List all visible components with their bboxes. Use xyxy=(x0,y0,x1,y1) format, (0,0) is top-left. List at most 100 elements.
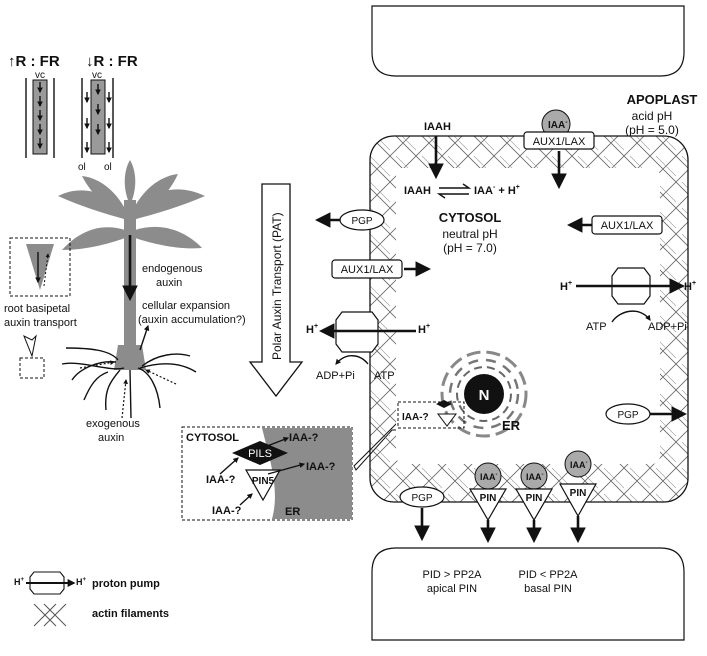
root-tip-inset: root basipetal auxin transport xyxy=(4,237,77,379)
pin-triangle xyxy=(514,488,554,522)
leaf xyxy=(135,226,202,249)
atp-left-label: ATP xyxy=(374,370,395,382)
inset-cytosol-label: CYTOSOL xyxy=(186,432,239,444)
iaah-top-label: IAAH xyxy=(424,121,451,133)
nucleus xyxy=(464,374,504,414)
iaa-anion-label: IAA- xyxy=(526,472,544,482)
endogenous-auxin-label: auxin xyxy=(156,277,182,289)
leaf xyxy=(82,176,128,222)
exogenous-label: exogenous xyxy=(86,418,140,430)
pin-transporter: IAA- PIN xyxy=(558,450,598,544)
ol-label-1: ol xyxy=(78,162,86,173)
pin-triangle xyxy=(468,488,508,522)
basal-pin-label: basal PIN xyxy=(524,583,572,595)
cell-diagram: APOPLAST acid pH (pH = 5.0) CYTOSOL neut… xyxy=(306,5,698,641)
actin-filaments-label: actin filaments xyxy=(92,608,169,620)
leaf xyxy=(62,227,125,250)
er-lumen xyxy=(262,428,352,519)
auxin-transport-label: auxin transport xyxy=(4,317,77,329)
hypocotyl-base xyxy=(114,345,146,370)
pat-arrow-shape xyxy=(248,183,304,398)
pils-arrow xyxy=(261,436,290,449)
exogenous-auxin-label: auxin xyxy=(98,432,124,444)
ph5-label: (pH = 5.0) xyxy=(625,123,679,137)
er-membrane xyxy=(448,358,520,430)
pgp-left-label: PGP xyxy=(351,216,372,227)
iaa-h-label: IAA- + H+ xyxy=(474,184,520,197)
iaa-q-label: IAA-? xyxy=(212,505,242,517)
pin-label: PIN xyxy=(480,493,497,504)
lower-neighbour-cell xyxy=(371,547,685,641)
exogenous-auxin-arrow xyxy=(121,379,128,419)
neutral-ph-label: neutral pH xyxy=(442,227,497,241)
aux1-lax-top xyxy=(523,131,595,150)
iaa-q-label: IAA-? xyxy=(206,474,236,486)
pils-label: PILS xyxy=(248,448,272,460)
vascular-cylinder xyxy=(90,79,106,155)
pin5-protein xyxy=(244,469,282,502)
pid-lt-label: PID < PP2A xyxy=(518,569,578,581)
h-plus-label: H+ xyxy=(684,280,696,293)
iaa-to-pin5-arrow xyxy=(239,493,253,506)
low-r-fr-label: ↓R : FR xyxy=(86,53,138,70)
pils-protein xyxy=(232,441,288,465)
er-membrane xyxy=(456,366,512,422)
pin-transporter: IAA- PIN xyxy=(468,462,508,544)
nucleus-er: N ER IAA-? xyxy=(397,350,528,438)
leaf xyxy=(132,174,178,222)
exogenous-auxin-arrow xyxy=(145,369,177,385)
h-plus-label: H+ xyxy=(306,323,318,336)
pgp-right-label: PGP xyxy=(617,410,638,421)
iaa-to-pils-arrow xyxy=(219,457,239,475)
endogenous-label: endogenous xyxy=(142,263,203,275)
atp-hydrolysis-arrow xyxy=(611,310,651,323)
iaah-label: IAAH xyxy=(404,185,431,197)
aux1-lax-left-label: AUX1/LAX xyxy=(341,264,394,276)
proton-pump-left: H+ H+ ATP ADP+Pi xyxy=(306,311,430,382)
plant-illustration: endogenous auxin cellular expansion (aux… xyxy=(58,160,246,444)
pin5-mini xyxy=(437,413,457,427)
pin-transporter: IAA- PIN xyxy=(514,462,554,544)
iaa-q-label: IAA-? xyxy=(306,461,336,473)
ph7-label: (pH = 7.0) xyxy=(443,241,497,255)
basipetal-arrow xyxy=(43,253,50,287)
apoplast-label: APOPLAST xyxy=(627,92,698,107)
er-cytosol-inset: CYTOSOL IAA-? IAA-? PILS PIN5 IAA-? IAA-… xyxy=(181,423,399,521)
pid-gt-label: PID > PP2A xyxy=(422,569,482,581)
apical-pin-label: apical PIN xyxy=(427,583,477,595)
inset-er-label: ER xyxy=(285,506,300,518)
er-membrane xyxy=(440,350,528,438)
aux1-lax-right-label: AUX1/LAX xyxy=(601,220,654,232)
iaa-anion-label: IAA- xyxy=(548,119,568,131)
aux1-lax-left xyxy=(331,259,403,279)
actin-filaments-icon xyxy=(33,603,67,627)
root-basipetal-label: root basipetal xyxy=(4,303,70,315)
zoom-pointer xyxy=(23,334,37,358)
iaa-anion-circle xyxy=(564,450,592,478)
vc-label-1: vc xyxy=(35,70,45,81)
iaa-anion-label: IAA- xyxy=(570,460,588,470)
h-plus-label: H+ xyxy=(418,323,430,336)
proton-pump-right: H+ H+ ATP ADP+Pi xyxy=(560,267,696,333)
cytosol-label: CYTOSOL xyxy=(439,210,502,225)
acid-ph-label: acid pH xyxy=(632,109,673,123)
adp-left-label: ADP+Pi xyxy=(316,370,355,382)
root-tip-source-box xyxy=(19,357,45,379)
er-zoom-box xyxy=(397,401,465,429)
adp-right-label: ADP+Pi xyxy=(648,321,687,333)
pin-label: PIN xyxy=(526,493,543,504)
pat-label: Polar Auxin Transport (PAT) xyxy=(270,212,284,360)
proton-pump-label: proton pump xyxy=(92,578,160,590)
nucleus-label: N xyxy=(479,387,490,404)
root-tip-box xyxy=(9,237,71,297)
iaa-anion-label: IAA- xyxy=(480,472,498,482)
aux1-lax-top-label: AUX1/LAX xyxy=(533,136,586,148)
equilibrium-arrows xyxy=(436,183,472,199)
pin5-label: PIN5 xyxy=(252,476,275,487)
iaa-q-er-label: IAA-? xyxy=(402,412,429,423)
cellular-expansion-label: cellular expansion xyxy=(142,300,230,312)
leaf xyxy=(58,190,128,220)
cell-interior xyxy=(396,168,660,464)
auxin-accumulation-label: (auxin accumulation?) xyxy=(138,314,246,326)
